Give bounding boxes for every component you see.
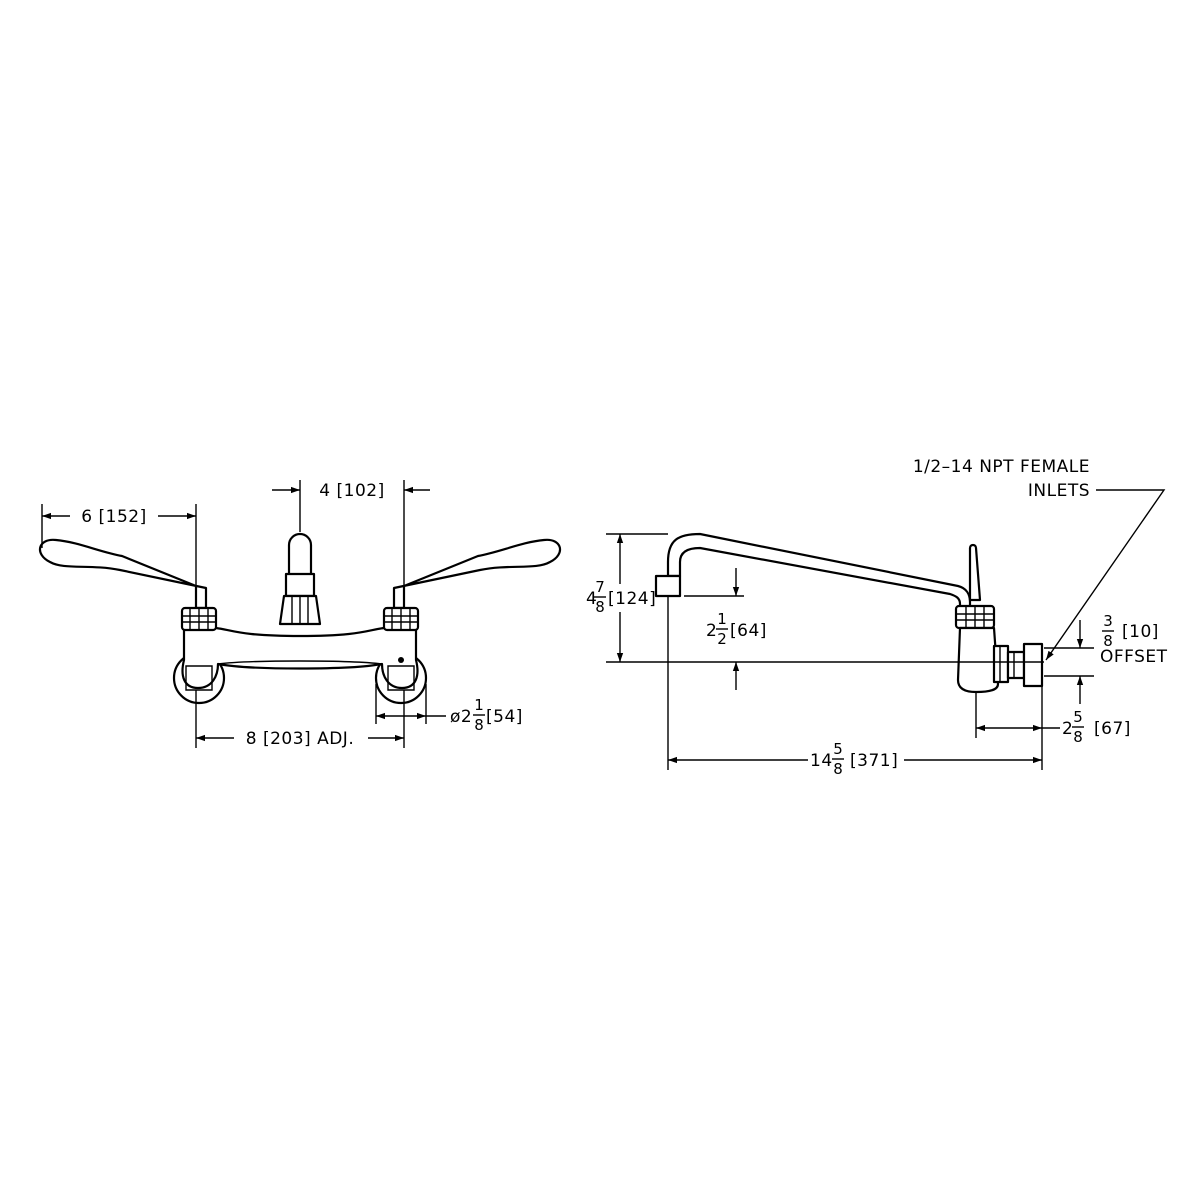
body-depth-dimension: 2 5 8 [67] — [1062, 708, 1131, 746]
svg-text:8: 8 — [595, 598, 605, 616]
svg-text:3: 3 — [1103, 612, 1113, 630]
right-handle — [392, 538, 561, 610]
svg-text:[124]: [124] — [608, 589, 656, 609]
flange-diameter-dimension: ø2 1 8 [54] — [450, 696, 523, 734]
svg-text:[54]: [54] — [486, 707, 523, 727]
spout-offset-dimension: 4 [102] — [319, 481, 384, 501]
svg-text:[10]: [10] — [1122, 622, 1159, 642]
svg-text:5: 5 — [833, 740, 843, 758]
overall-height-dimension: 4 7 8 [124] — [586, 578, 656, 616]
left-handle — [39, 538, 208, 610]
side-body — [956, 626, 1000, 694]
inlets-callout-line1: 1/2–14 NPT FEMALE — [913, 457, 1090, 477]
svg-text:ø2: ø2 — [450, 707, 472, 727]
svg-text:14: 14 — [810, 751, 833, 771]
svg-text:8: 8 — [474, 716, 484, 734]
offset-dimension: 3 8 [10] OFFSET — [1100, 612, 1168, 667]
svg-text:4: 4 — [586, 589, 597, 609]
inlets-leader — [1045, 489, 1166, 661]
svg-text:OFFSET: OFFSET — [1100, 647, 1168, 667]
swing-spout — [666, 532, 972, 614]
svg-text:8: 8 — [1103, 632, 1113, 650]
svg-text:1: 1 — [474, 696, 484, 714]
centers-dimension: 8 [203] ADJ. — [246, 729, 354, 749]
svg-text:[371]: [371] — [850, 751, 898, 771]
side-aerator — [654, 574, 682, 598]
svg-text:1: 1 — [717, 610, 727, 628]
inlets-callout-line2: INLETS — [1028, 481, 1090, 501]
side-handle — [968, 543, 982, 602]
spout-height-dimension: 2 1 2 [64] — [706, 610, 767, 648]
svg-text:[67]: [67] — [1094, 719, 1131, 739]
front-view: 6 [152] 4 [102] 8 [203] ADJ. ø2 1 8 [54] — [39, 480, 561, 749]
svg-text:8: 8 — [1073, 728, 1083, 746]
svg-text:8: 8 — [833, 760, 843, 778]
svg-text:5: 5 — [1073, 708, 1083, 726]
svg-text:2: 2 — [717, 630, 727, 648]
handle-reach-dimension: 6 [152] — [81, 507, 146, 527]
union-nut — [992, 644, 1010, 684]
svg-text:7: 7 — [595, 578, 605, 596]
aerator-indicator-icon — [398, 657, 404, 663]
svg-text:2: 2 — [1062, 719, 1073, 739]
spout-reach-dimension: 14 5 8 [371] — [810, 740, 898, 778]
side-view: 4 7 8 [124] 2 1 2 [64] 3 8 [10] OFFSET — [586, 457, 1168, 778]
svg-text:2: 2 — [706, 621, 717, 641]
svg-text:[64]: [64] — [730, 621, 767, 641]
inlet-flange — [1022, 642, 1044, 688]
